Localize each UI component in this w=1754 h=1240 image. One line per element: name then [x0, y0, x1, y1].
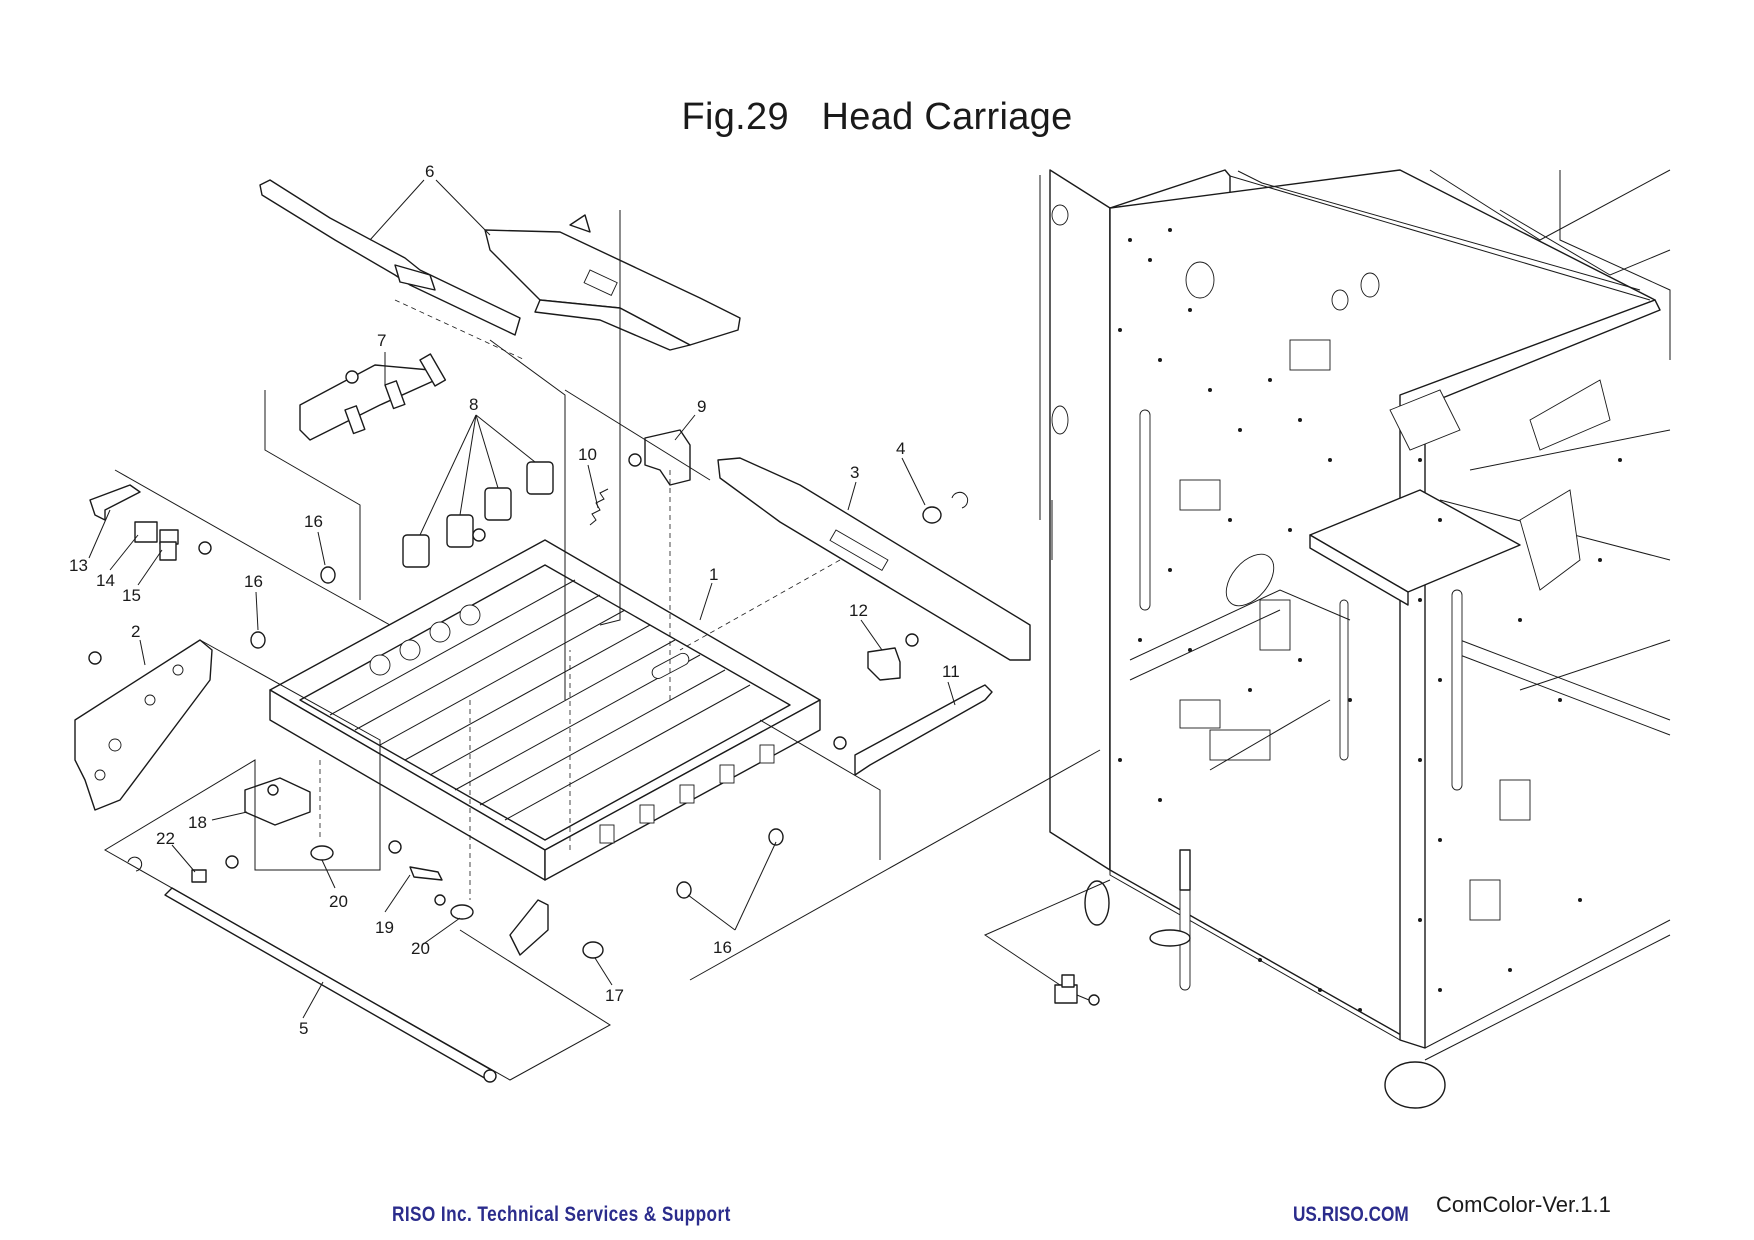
frame-main-panel [1109, 169, 1656, 1041]
frame-hole-pattern [1118, 228, 1622, 1012]
frame-side-panel [1049, 169, 1111, 871]
figure-title: Fig.29 Head Carriage [681, 96, 1073, 138]
callout-19: 19 [375, 918, 394, 937]
frame-clip [1054, 974, 1100, 1006]
part-3-rail [717, 457, 1031, 661]
part-8-fittings [402, 461, 554, 568]
part-16-grommets [250, 566, 784, 899]
callout-9: 9 [697, 397, 706, 416]
part-19-latch [388, 840, 446, 906]
callout-14: 14 [96, 571, 115, 590]
printer-frame [983, 169, 1671, 1109]
callout-12: 12 [849, 601, 868, 620]
callout-10: 10 [578, 445, 597, 464]
callout-17: 17 [605, 986, 624, 1005]
part-20-washers [310, 845, 474, 920]
callout-20a: 20 [329, 892, 348, 911]
callout-labels: 1 2 3 4 5 6 7 8 9 10 11 12 13 14 15 16 1… [69, 162, 960, 1038]
callout-16c: 16 [713, 938, 732, 957]
callout-1: 1 [709, 565, 718, 584]
part-12-bracket [867, 633, 919, 681]
callout-18: 18 [188, 813, 207, 832]
callout-22: 22 [156, 829, 175, 848]
caster-wheel-rear [1084, 880, 1110, 926]
callout-5: 5 [299, 1019, 308, 1038]
callout-16b: 16 [244, 572, 263, 591]
part-2-side-plate [74, 639, 213, 811]
callout-16a: 16 [304, 512, 323, 531]
boundary-lines [104, 210, 1101, 1081]
callout-7: 7 [377, 331, 386, 350]
footer-url: US.RISO.COM [1293, 1203, 1409, 1226]
part-4-collar [922, 491, 969, 524]
part-11-bar [833, 684, 993, 776]
callout-15: 15 [122, 586, 141, 605]
part-13-15-sensor [89, 484, 212, 561]
part-10-spring [589, 488, 609, 526]
callout-2: 2 [131, 622, 140, 641]
callout-8: 8 [469, 395, 478, 414]
footer-version: ComColor-Ver.1.1 [1436, 1192, 1611, 1217]
callout-11: 11 [942, 662, 960, 681]
part-7-bracket [299, 353, 447, 441]
part-9-bracket [628, 429, 691, 486]
footer-company: RISO Inc. Technical Services & Support [392, 1203, 731, 1226]
callout-leaders [88, 179, 956, 1019]
callout-6: 6 [425, 162, 434, 181]
part-1-carriage [269, 539, 821, 881]
part-22-clip [127, 855, 239, 883]
part-5-shaft [164, 887, 497, 1083]
callout-3: 3 [850, 463, 859, 482]
callout-20b: 20 [411, 939, 430, 958]
caster-wheel [1384, 1061, 1446, 1109]
part-17-gear [509, 899, 604, 959]
part-6-covers [259, 179, 741, 351]
callout-4: 4 [896, 439, 905, 458]
callout-13: 13 [69, 556, 88, 575]
